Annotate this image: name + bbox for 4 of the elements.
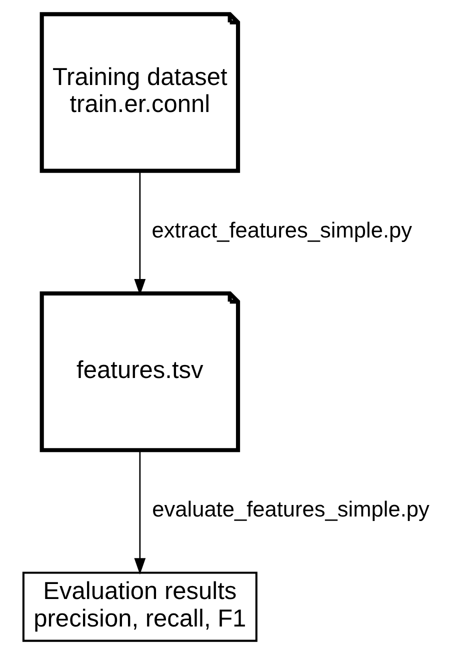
- node-box: Evaluation results precision, recall, F1: [22, 572, 258, 642]
- arrow: [134, 450, 146, 574]
- edge-label: evaluate_features_simple.py: [152, 496, 430, 522]
- edge-label: extract_features_simple.py: [152, 217, 412, 242]
